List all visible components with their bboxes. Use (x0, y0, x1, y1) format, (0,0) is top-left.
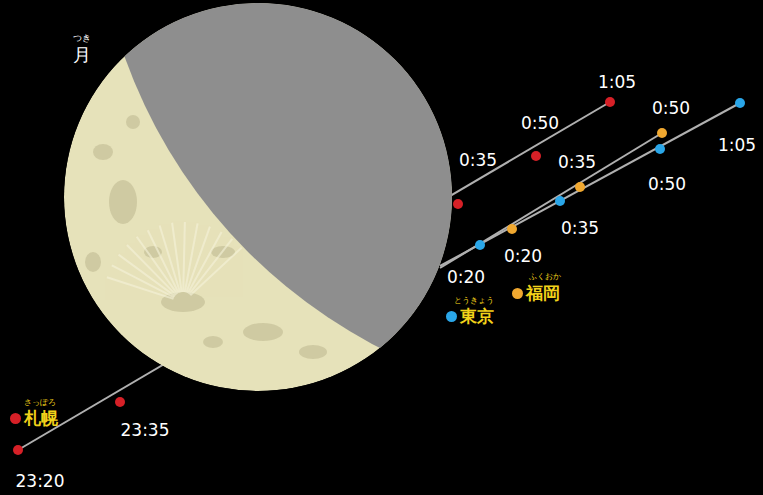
crater-ray (190, 248, 241, 296)
time-label: 0:35 (459, 152, 497, 169)
tokyo-dots (475, 98, 745, 250)
crater (85, 252, 101, 272)
legend-item: 札幌 (10, 408, 58, 428)
time-label: 0:20 (504, 248, 542, 265)
moon: 月 (63, 2, 453, 392)
time-label: 0:50 (521, 115, 559, 132)
legend-swatch (512, 288, 523, 299)
fukuoka-track (440, 133, 662, 268)
crater-ray (172, 223, 182, 292)
time-label: 23:20 (16, 473, 65, 490)
fukuoka-dots (507, 128, 667, 234)
ruby: つき (73, 34, 91, 43)
crater-ray (189, 239, 232, 294)
city-name: 札幌 (24, 410, 58, 427)
legend-item: 東京 (446, 306, 494, 326)
crater-ray (188, 232, 222, 293)
time-label: 0:50 (652, 100, 690, 117)
crater (299, 345, 327, 359)
legend-item: 福岡 (512, 283, 560, 303)
crater (109, 180, 137, 224)
ruby: さっぽろ (24, 399, 56, 407)
legend-swatch (446, 311, 457, 322)
time-label: 0:20 (447, 269, 485, 286)
time-label: 1:05 (598, 74, 636, 91)
ruby: ふくおか (529, 273, 561, 281)
crater (243, 323, 283, 341)
city-name: 東京 (460, 308, 494, 325)
crater-ray (112, 265, 174, 297)
time-label: 1:05 (718, 137, 756, 154)
crater-ray (119, 255, 175, 296)
moon-illustration (63, 2, 453, 392)
time-label: 23:35 (121, 422, 170, 439)
legend-swatch (10, 413, 21, 424)
time-label: 0:35 (558, 154, 596, 171)
moon-label: 月 (73, 46, 91, 64)
crater (126, 115, 140, 129)
time-label: 0:35 (561, 220, 599, 237)
ruby: とうきょう (454, 297, 494, 305)
time-label: 0:50 (648, 176, 686, 193)
crater-ray (183, 222, 185, 292)
shadow (94, 2, 453, 392)
crater (203, 336, 223, 348)
crater (93, 144, 113, 160)
city-name: 福岡 (526, 285, 560, 302)
